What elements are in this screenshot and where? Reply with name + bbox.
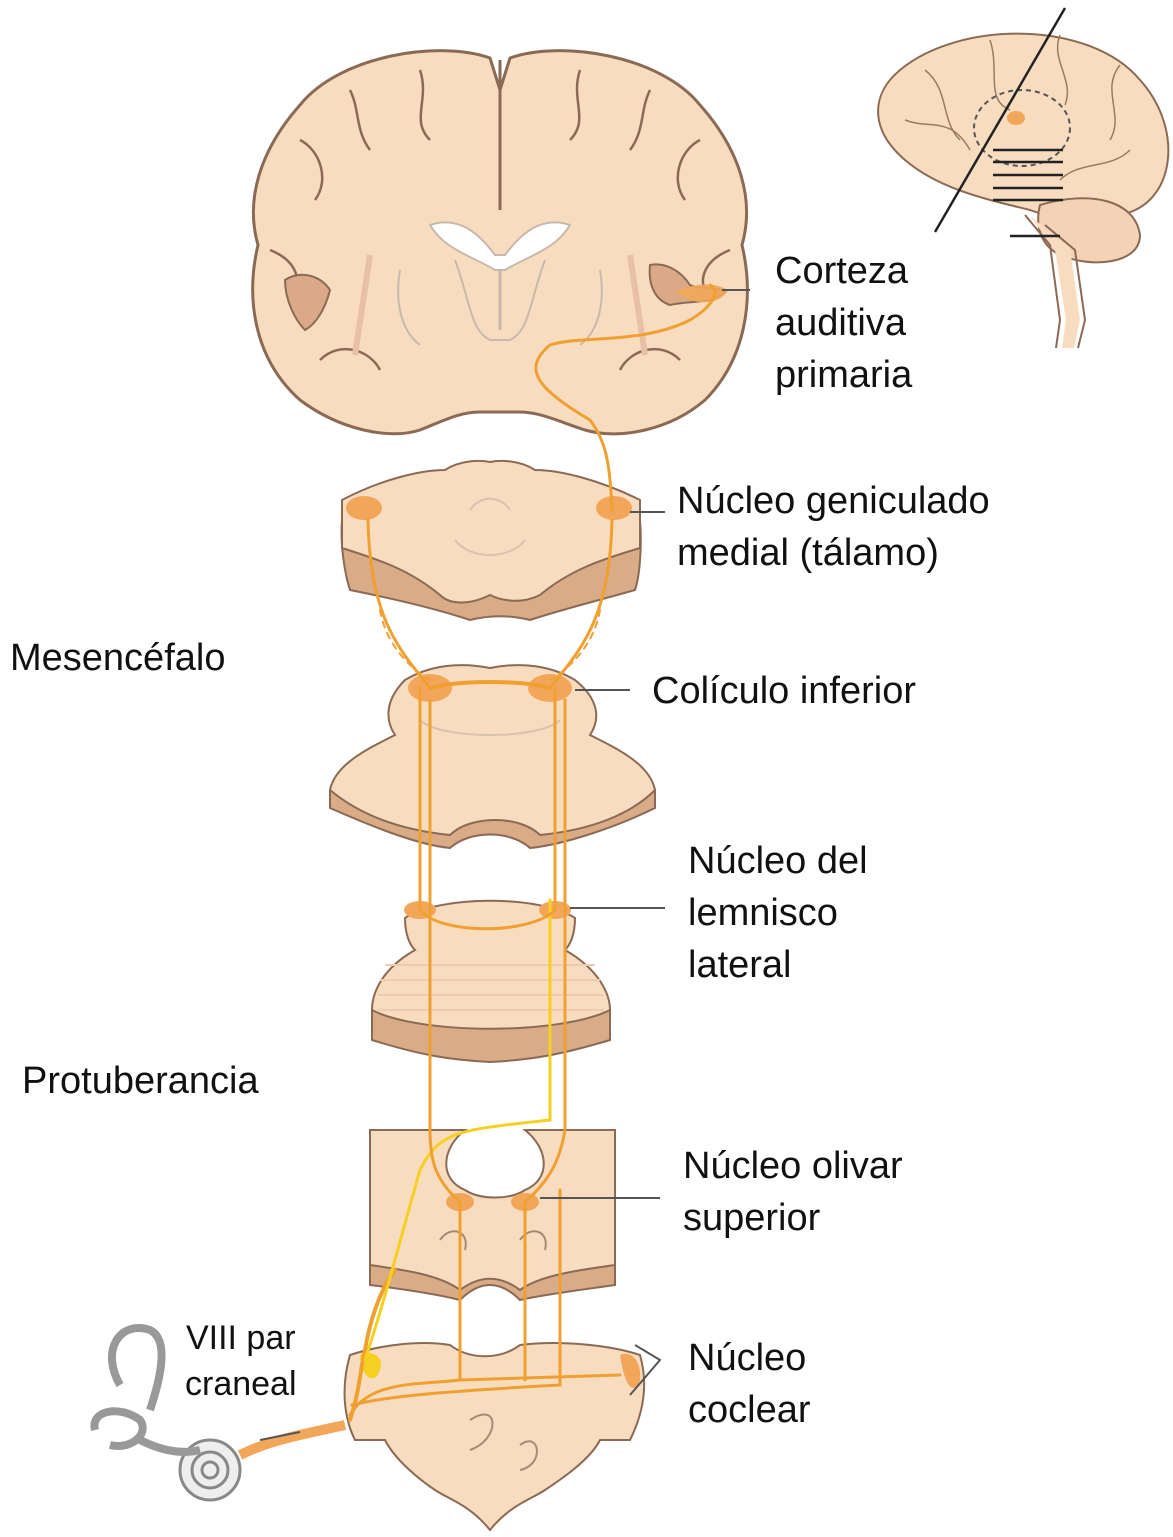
pons-slab — [372, 901, 610, 1062]
label-protuberancia: Protuberancia — [22, 1055, 259, 1107]
label-nucleo-coclear: Núcleo coclear — [688, 1332, 811, 1436]
label-coliculo-inferior: Colículo inferior — [652, 665, 916, 717]
label-nucleo-olivar: Núcleo olivar superior — [683, 1140, 903, 1244]
midbrain-slab — [330, 665, 655, 848]
medulla-lower-slab — [345, 1343, 645, 1530]
coronal-brain-section — [253, 51, 748, 434]
inset-brain — [878, 8, 1168, 348]
label-viii-par-craneal: VIII par craneal — [185, 1315, 297, 1407]
label-mesencefalo: Mesencéfalo — [10, 632, 225, 684]
label-nucleo-lemnisco: Núcleo del lemnisco lateral — [688, 835, 868, 991]
label-nucleo-geniculado: Núcleo geniculado medial (tálamo) — [677, 475, 990, 579]
label-corteza-auditiva: Corteza auditiva primaria — [775, 245, 912, 401]
thalamus-slab — [342, 461, 641, 620]
